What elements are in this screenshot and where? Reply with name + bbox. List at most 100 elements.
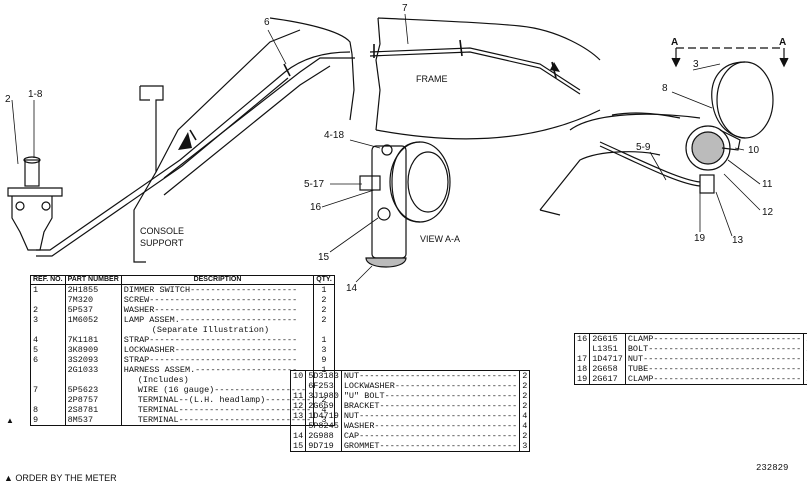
cell-ref: 15 — [289, 441, 306, 452]
support-label: SUPPORT — [140, 238, 184, 248]
cell-part: 3J1980 — [305, 391, 342, 401]
cell-qty: 3 — [519, 441, 530, 452]
cell-ref: 1 — [30, 284, 66, 295]
cell-part: 2S8781 — [64, 405, 122, 415]
cell-qty: 2 — [519, 370, 530, 381]
cell-ref: 11 — [289, 391, 306, 401]
cell-desc: TERMINAL-------------------------- — [120, 405, 314, 415]
cell-desc: NUT------------------------------- — [340, 411, 520, 421]
cell-qty: 2 — [519, 401, 530, 411]
right-frame — [539, 112, 701, 216]
cell-desc: TUBE------------------------------ — [624, 364, 804, 374]
cell-desc: WIRE (16 gauge)------------------ — [120, 385, 314, 395]
cell-qty: 4 — [519, 411, 530, 421]
cell-desc: HARNESS ASSEM.-------------------- — [120, 365, 314, 375]
cell-part — [64, 325, 122, 335]
cell-desc: STRAP----------------------------- — [120, 335, 314, 345]
cell-ref: 2 — [30, 305, 66, 315]
leader-lines — [11, 13, 761, 283]
cell-qty: 1 — [313, 335, 335, 345]
cell-part: 1D4719 — [305, 411, 342, 421]
cell-part: 6F253 — [305, 381, 342, 391]
cell-ref: 9 — [30, 415, 66, 426]
callout-1-8: 1-8 — [28, 89, 43, 100]
section-line — [671, 47, 789, 68]
callout-5-9: 5-9 — [636, 142, 651, 153]
cell-ref: 12 — [289, 401, 306, 411]
cell-ref: 19 — [573, 374, 590, 385]
cell-part: 5P5623 — [64, 385, 122, 395]
cell-qty: 2 — [313, 305, 335, 315]
callout-19: 19 — [694, 233, 706, 244]
cell-ref — [289, 381, 306, 391]
cell-ref: 8 — [30, 405, 66, 415]
cell-desc: LAMP ASSEM.----------------------- — [120, 315, 314, 325]
cell-part: L1351 — [589, 344, 626, 354]
cell-ref — [30, 295, 66, 305]
cell-desc: (Includes) — [120, 375, 314, 385]
cell-desc: TERMINAL-------------------------- — [120, 415, 314, 426]
callout-14: 14 — [346, 283, 358, 294]
cell-ref: 16 — [573, 333, 590, 344]
callout-12: 12 — [762, 207, 774, 218]
cell-part: 5P8245 — [305, 421, 342, 431]
cell-part: 5P537 — [64, 305, 122, 315]
callout-5-17: 5-17 — [304, 179, 325, 190]
header-desc: DESCRIPTION — [120, 275, 314, 285]
cell-ref: 18 — [573, 364, 590, 374]
frame — [349, 17, 601, 140]
cell-desc: LOCKWASHER------------------------ — [120, 345, 314, 355]
cell-part: 2G659 — [305, 401, 342, 411]
cell-ref: 4 — [30, 335, 66, 345]
cell-part: 2G615 — [589, 333, 626, 344]
header-ref: REF. NO. — [30, 275, 66, 285]
view-a-a-lamp — [359, 141, 451, 268]
callout-2: 2 — [5, 94, 11, 105]
cell-qty: 9 — [313, 355, 335, 365]
callout-3: 3 — [693, 59, 699, 70]
cell-ref — [289, 421, 306, 431]
cell-desc: SCREW----------------------------- — [120, 295, 314, 305]
cell-ref — [30, 325, 66, 335]
order-by-meter-marker: ▲ — [6, 416, 14, 425]
cell-qty: 4 — [519, 421, 530, 431]
table-row: (Separate Illustration) — [30, 325, 335, 335]
cell-part — [64, 375, 122, 385]
cell-ref: 6 — [30, 355, 66, 365]
callout-11: 11 — [762, 179, 773, 190]
callout-13: 13 — [732, 235, 744, 246]
cell-part: 7K1181 — [64, 335, 122, 345]
cell-part: 1D4717 — [589, 354, 626, 364]
footnote: ▲ ORDER BY THE METER — [4, 473, 117, 483]
header-part: PART NUMBER — [64, 275, 122, 285]
cell-desc: WASHER---------------------------- — [340, 421, 520, 431]
arrowheads — [178, 62, 560, 150]
cell-desc: CLAMP----------------------------- — [624, 333, 804, 344]
cell-part: 1M6052 — [64, 315, 122, 325]
cell-desc: CAP------------------------------- — [340, 431, 520, 441]
callout-8: 8 — [662, 83, 668, 94]
cell-qty — [313, 325, 335, 335]
harness-wire — [36, 47, 581, 257]
cell-desc: (Separate Illustration) — [120, 325, 314, 335]
table-header: REF. NO. PART NUMBER DESCRIPTION QTY. — [30, 275, 335, 285]
